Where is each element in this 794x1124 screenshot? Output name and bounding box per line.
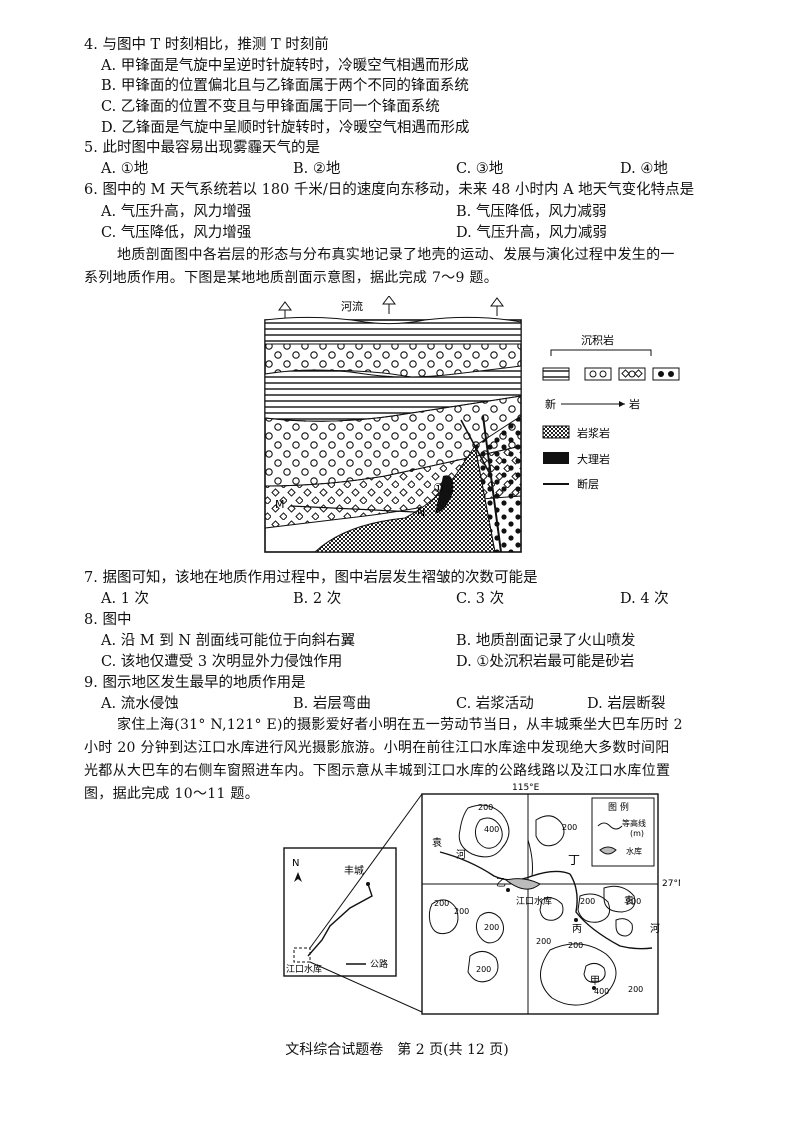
contour-400-b: 400 <box>594 987 609 996</box>
q9-option-c: C. 岩浆活动 <box>456 696 534 712</box>
q8-option-c: C. 该地仅遭受 3 次明显外力侵蚀作用 <box>101 654 343 670</box>
q4-option-c: C. 乙锋面的位置不变且与甲锋面属于同一个锋面系统 <box>101 99 440 115</box>
contour-200-j: 200 <box>568 941 583 950</box>
q4-option-a: A. 甲锋面是气旋中呈逆时针旋转时，冷暖空气相遇而形成 <box>101 58 469 74</box>
point-yi: 乙 <box>496 877 506 889</box>
river-name-yuan: 袁 <box>432 837 442 849</box>
road-legend-label: 公路 <box>370 958 388 970</box>
legend-contour: 等高线 <box>622 818 646 828</box>
river-name-he-2: 河 <box>650 923 660 935</box>
longitude-label: 115°E <box>512 783 540 793</box>
intro2-line2: 系列地质作用。下图是某地地质剖面示意图，据此完成 7～9 题。 <box>84 270 499 286</box>
q9-option-a: A. 流水侵蚀 <box>101 696 179 712</box>
river-name-he: 河 <box>456 849 466 861</box>
q8-option-a: A. 沿 M 到 N 剖面线可能位于向斜右翼 <box>101 633 356 649</box>
point-jia: 甲 <box>590 976 600 987</box>
q6-option-a: A. 气压升高，风力增强 <box>101 204 252 220</box>
q5-option-d: D. ④地 <box>620 161 668 177</box>
q4-option-b: B. 甲锋面的位置偏北且与乙锋面属于两个不同的锋面系统 <box>101 78 469 94</box>
latitude-label: 27°N <box>662 879 680 889</box>
intro3-line1: 家住上海(31° N,121° E)的摄影爱好者小明在五一劳动节当日，从丰城乘坐… <box>117 717 683 733</box>
q5-option-a: A. ①地 <box>101 161 149 177</box>
legend-magma: 岩浆岩 <box>577 426 610 440</box>
q6-stem: 6. 图中的 M 天气系统若以 180 千米/日的速度向东移动，未来 48 小时… <box>84 182 695 198</box>
marble-body <box>435 475 454 514</box>
contour-200-k: 200 <box>628 985 643 994</box>
north-arrow-icon <box>294 872 302 882</box>
map-legend-title: 图 例 <box>608 801 629 813</box>
q6-option-b: B. 气压降低，风力减弱 <box>456 204 607 220</box>
contour-200-h: 200 <box>580 897 595 906</box>
river-name-yuan-2: 袁 <box>624 895 634 907</box>
q4-option-d: D. 乙锋面是气旋中呈顺时针旋转时，冷暖空气相遇而形成 <box>101 120 470 136</box>
city-label: 丰城 <box>344 864 364 877</box>
label-circle-1: ① <box>433 481 444 495</box>
legend-water: 水库 <box>626 846 642 856</box>
legend-old: 岩 <box>629 397 640 411</box>
contour-200-d: 200 <box>454 907 469 916</box>
inset-road <box>307 883 373 957</box>
intro2-line1: 地质剖面图中各岩层的形态与分布真实地记录了地壳的运动、发展与演化过程中发生的一 <box>117 247 675 263</box>
reservoir-label: 江口水库 <box>516 895 552 907</box>
contour-200-f: 200 <box>476 965 491 974</box>
intro3-line4: 图，据此完成 10～11 题。 <box>84 786 260 802</box>
intro3-line3: 光都从大巴车的右侧车窗照进车内。下图示意从丰城到江口水库的公路线路以及江口水库位… <box>84 763 671 779</box>
q9-option-d: D. 岩层断裂 <box>587 696 666 712</box>
q5-option-b: B. ②地 <box>293 161 341 177</box>
label-m: M <box>275 498 285 511</box>
tree-icon <box>278 296 504 318</box>
yuan-river-lower <box>569 873 653 950</box>
intro3-line2: 小时 20 分钟到达江口水库进行风光摄影旅游。小明在前往江口水库途中发现绝大多数… <box>84 740 670 756</box>
legend-sedimentary: 沉积岩 <box>581 333 614 347</box>
contour-200-b: 200 <box>562 823 577 832</box>
contour-200-a: 200 <box>478 803 493 812</box>
q6-option-d: D. 气压升高，风力减弱 <box>456 225 607 241</box>
geological-section-figure: 河流 M N ① 沉积岩 新 岩 岩浆岩 大理岩 断层 <box>264 296 680 553</box>
q8-stem: 8. 图中 <box>84 612 132 628</box>
north-label: N <box>292 858 299 869</box>
contour-200-g: 200 <box>536 937 551 946</box>
contour-200-e: 200 <box>484 923 499 932</box>
q9-option-b: B. 岩层弯曲 <box>293 696 371 712</box>
point-ding: 丁 <box>568 853 580 867</box>
river-label: 河流 <box>341 299 363 313</box>
page-footer: 文科综合试题卷 第 2 页(共 12 页) <box>285 1042 509 1058</box>
q7-option-d: D. 4 次 <box>620 591 669 607</box>
q5-stem: 5. 此时图中最容易出现雾霾天气的是 <box>84 140 320 156</box>
q7-option-a: A. 1 次 <box>101 591 150 607</box>
contour-200-i: 200 <box>626 897 641 906</box>
inset-reservoir-label: 江口水库 <box>286 963 322 975</box>
q7-option-b: B. 2 次 <box>293 591 342 607</box>
inset-map <box>283 847 397 977</box>
q5-option-c: C. ③地 <box>456 161 504 177</box>
q4-stem: 4. 与图中 T 时刻相比，推测 T 时刻前 <box>84 37 329 53</box>
legend-new: 新 <box>545 397 556 411</box>
contour-200-c: 200 <box>434 899 449 908</box>
q6-option-c: C. 气压降低，风力增强 <box>101 225 252 241</box>
legend-marble: 大理岩 <box>577 452 610 466</box>
point-bing: 丙 <box>572 924 582 935</box>
reservoir-shape <box>504 878 541 890</box>
legend-fault: 断层 <box>577 477 599 491</box>
contour-400-a: 400 <box>484 825 499 834</box>
q8-option-d: D. ①处沉积岩最可能是砂岩 <box>456 654 635 670</box>
q7-stem: 7. 据图可知，该地在地质作用过程中，图中岩层发生褶皱的次数可能是 <box>84 570 538 586</box>
label-n: N <box>417 506 425 519</box>
reservoir-map-figure: N 丰城 江口水库 公路 115°E 27°N 图 例 等高线 (m) 水库 袁… <box>283 783 680 1015</box>
q7-option-c: C. 3 次 <box>456 591 505 607</box>
contour-lines <box>428 804 636 1006</box>
q8-option-b: B. 地质剖面记录了火山喷发 <box>456 633 636 649</box>
legend-unit: (m) <box>630 829 644 838</box>
q9-stem: 9. 图示地区发生最早的地质作用是 <box>84 675 306 691</box>
